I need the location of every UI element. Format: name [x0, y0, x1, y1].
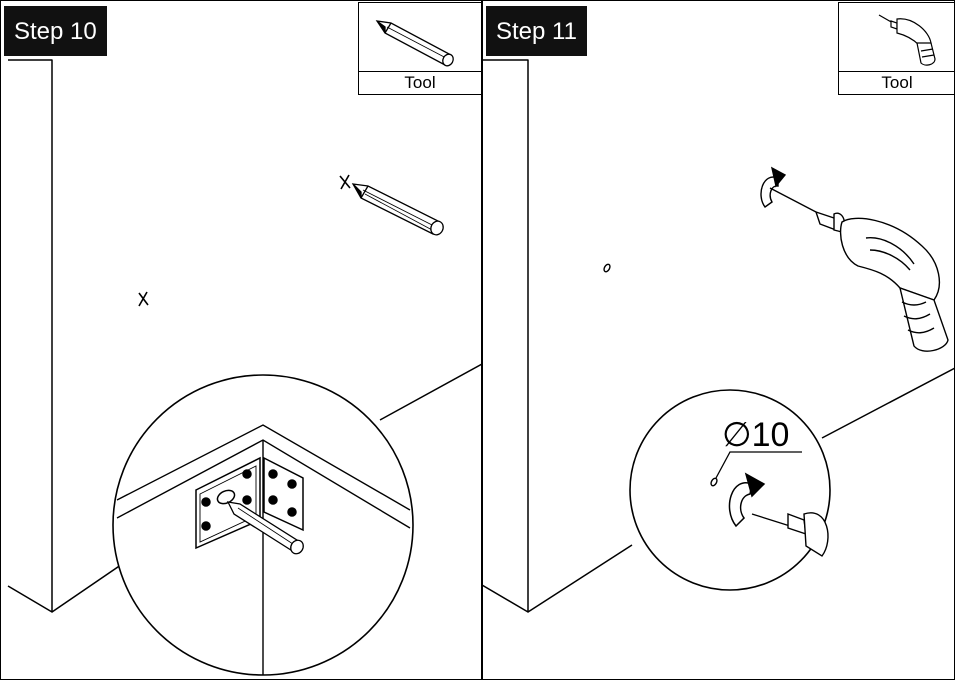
- step-11-title: Step 11: [486, 6, 587, 56]
- bracket-detail-magnifier: [112, 374, 414, 676]
- drill-diameter-label: ∅10: [722, 416, 790, 454]
- drilled-hole-mark: [603, 263, 611, 273]
- drill-icon: [878, 14, 936, 66]
- cabinet-side-panel: [482, 59, 529, 613]
- drill-detail-icon: [787, 512, 829, 557]
- drill-detail-magnifier: [629, 389, 831, 591]
- panel-divider: [481, 0, 483, 680]
- wall-floor-edge: [379, 363, 482, 421]
- drill-bit-detail: [751, 513, 791, 527]
- wall-floor-edge: [821, 367, 955, 439]
- pencil-icon: [375, 20, 454, 67]
- step-10-tool-box: Tool: [358, 2, 482, 95]
- step-11-tool-label: Tool: [839, 71, 955, 94]
- step-11-illustration: [482, 59, 955, 613]
- step-11-tool-box: Tool: [838, 2, 955, 95]
- step-10-panel: Step 10 Tool: [4, 2, 482, 676]
- drill-icon: [814, 210, 949, 352]
- rotation-arrow-icon: [760, 166, 787, 208]
- cabinet-bottom-edge: [527, 544, 633, 613]
- pencil-mark-x-upper: [339, 174, 351, 190]
- step-10-tool-label: Tool: [359, 71, 481, 94]
- drill-bit: [769, 187, 817, 213]
- angle-bracket: [195, 456, 304, 550]
- step-10-title: Step 10: [4, 6, 107, 56]
- step-10-illustration: [7, 59, 482, 676]
- dimension-leader-line: [715, 451, 802, 479]
- rotation-arrow-icon: [728, 472, 766, 528]
- cabinet-side-panel: [7, 59, 53, 613]
- pencil-icon: [351, 183, 444, 236]
- pencil-mark-x-lower: [138, 291, 149, 307]
- pencil-detail-icon: [226, 501, 304, 555]
- hole-detail-mark: [710, 477, 718, 487]
- step-11-panel: Step 11 ∅10 Tool: [482, 0, 955, 680]
